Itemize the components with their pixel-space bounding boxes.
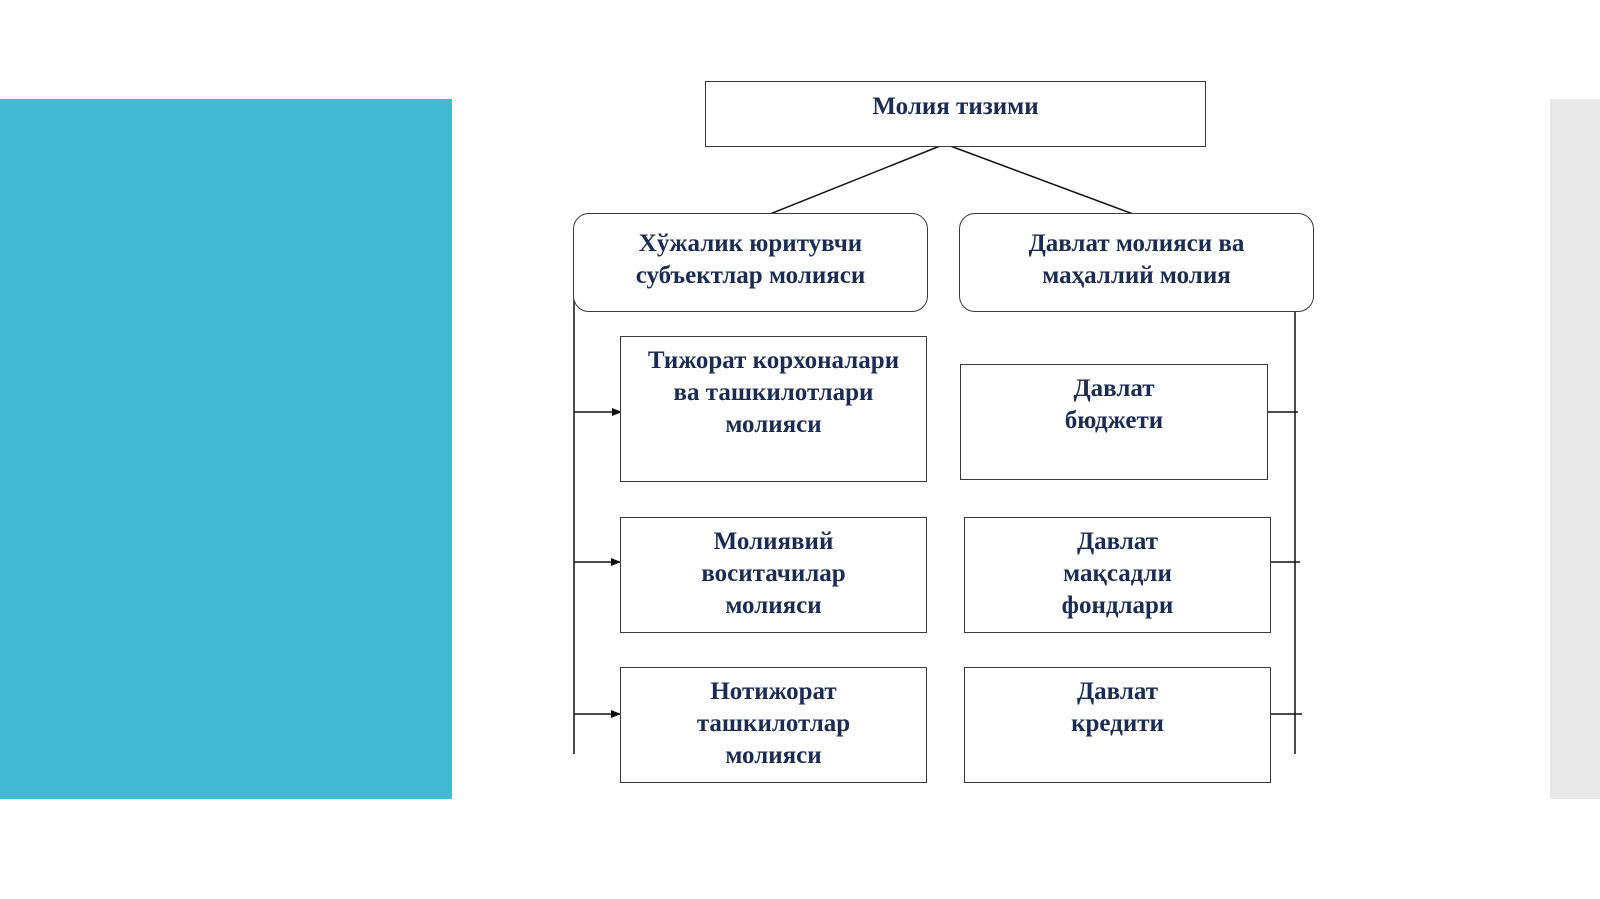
arrow-root-to-left — [744, 143, 946, 225]
accent-panel — [0, 99, 452, 799]
left-item-box-3: Нотижорат ташкилотлар молияси — [620, 667, 927, 783]
right-item-box-3: Давлат кредити — [964, 667, 1271, 783]
right-item-box-1: Давлат бюджети — [960, 364, 1268, 480]
left-item-box-1: Тижорат корхоналари ва ташкилотлари моли… — [620, 336, 927, 482]
right-item-box-2: Давлат мақсадли фондлари — [964, 517, 1271, 633]
root-box: Молия тизими — [705, 81, 1206, 147]
right-category-box: Давлат молияси ва маҳаллий молия — [959, 213, 1314, 312]
arrow-root-to-right — [944, 143, 1161, 225]
left-category-box: Хўжалик юритувчи субъектлар молияси — [573, 213, 928, 312]
left-item-box-2: Молиявий воситачилар молияси — [620, 517, 927, 633]
side-panel — [1550, 99, 1600, 799]
